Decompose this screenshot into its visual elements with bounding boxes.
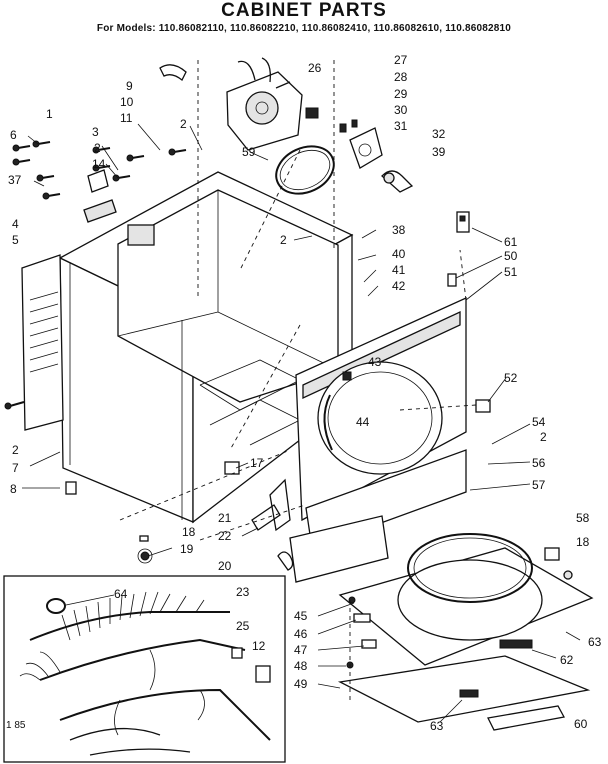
callout-32: 32 bbox=[432, 127, 446, 141]
callout-57: 57 bbox=[532, 478, 546, 492]
callout-27: 27 bbox=[394, 53, 408, 67]
callout-2: 2 bbox=[180, 117, 187, 131]
callout-59: 59 bbox=[242, 145, 256, 159]
inset-corner-code: 1 85 bbox=[6, 720, 26, 731]
callout-19: 19 bbox=[180, 542, 194, 556]
callout-39: 39 bbox=[432, 145, 446, 159]
callout-56: 56 bbox=[532, 456, 546, 470]
page-title: CABINET PARTS bbox=[221, 0, 387, 21]
callout-60: 60 bbox=[574, 717, 588, 731]
callout-42: 42 bbox=[392, 279, 406, 293]
callout-61: 61 bbox=[504, 235, 518, 249]
assembly-lines bbox=[119, 60, 477, 700]
callout-29: 29 bbox=[394, 87, 408, 101]
callout-46: 46 bbox=[294, 627, 308, 641]
callout-6: 6 bbox=[10, 128, 17, 142]
callout-38: 38 bbox=[392, 223, 406, 237]
callout-20: 20 bbox=[218, 559, 232, 573]
callout-7: 7 bbox=[12, 461, 19, 475]
toe-panel bbox=[289, 449, 467, 583]
door-switch bbox=[447, 211, 573, 580]
top-cover bbox=[338, 533, 594, 666]
callout-43: 43 bbox=[368, 355, 382, 369]
callout-18: 18 bbox=[576, 535, 590, 549]
idler-assembly bbox=[339, 119, 414, 193]
base-panel bbox=[337, 655, 591, 731]
model-numbers: For Models: 110.86082110, 110.86082210, … bbox=[96, 23, 512, 34]
callout-18: 18 bbox=[182, 525, 196, 539]
callout-5: 5 bbox=[12, 233, 19, 247]
callout-14: 14 bbox=[92, 157, 106, 171]
callout-45: 45 bbox=[294, 609, 308, 623]
callout-labels: 6 1 37 3 2 14 9 10 11 2 26 27 28 29 30 3… bbox=[6, 53, 602, 733]
harness-clamp-icon bbox=[46, 598, 66, 614]
wiring-harness-inset bbox=[3, 575, 286, 763]
callout-54: 54 bbox=[532, 415, 546, 429]
callout-44: 44 bbox=[356, 415, 370, 429]
callout-63: 63 bbox=[430, 719, 444, 733]
callout-3: 3 bbox=[92, 125, 99, 139]
leader-lines bbox=[22, 123, 581, 723]
callout-10: 10 bbox=[120, 95, 134, 109]
callout-11: 11 bbox=[120, 111, 133, 125]
callout-12: 12 bbox=[252, 639, 266, 653]
callout-2: 2 bbox=[280, 233, 287, 247]
motor-assembly bbox=[159, 57, 319, 151]
callout-1: 1 bbox=[46, 107, 53, 121]
callout-25: 25 bbox=[236, 619, 250, 633]
screw-cluster bbox=[12, 140, 187, 223]
callout-58: 58 bbox=[576, 511, 590, 525]
callout-9: 9 bbox=[126, 79, 133, 93]
callout-64: 64 bbox=[114, 587, 128, 601]
callout-37: 37 bbox=[8, 173, 22, 187]
callout-23: 23 bbox=[236, 585, 250, 599]
callout-2: 2 bbox=[94, 141, 101, 155]
callout-40: 40 bbox=[392, 247, 406, 261]
callout-49: 49 bbox=[294, 677, 308, 691]
callout-22: 22 bbox=[218, 529, 232, 543]
connector-block-icon bbox=[255, 665, 271, 683]
front-panel bbox=[295, 296, 467, 522]
callout-48: 48 bbox=[294, 659, 308, 673]
callout-52: 52 bbox=[504, 371, 518, 385]
callout-4: 4 bbox=[12, 217, 19, 231]
callout-30: 30 bbox=[394, 103, 408, 117]
callout-8: 8 bbox=[10, 482, 17, 496]
callout-50: 50 bbox=[504, 249, 518, 263]
callout-51: 51 bbox=[504, 265, 518, 279]
callout-2: 2 bbox=[12, 443, 19, 457]
callout-17: 17 bbox=[250, 456, 264, 470]
callout-47: 47 bbox=[294, 643, 308, 657]
side-panel bbox=[21, 254, 64, 431]
callout-63: 63 bbox=[588, 635, 602, 649]
callout-2: 2 bbox=[540, 430, 547, 444]
callout-31: 31 bbox=[394, 119, 408, 133]
callout-41: 41 bbox=[392, 263, 406, 277]
callout-28: 28 bbox=[394, 70, 408, 84]
callout-26: 26 bbox=[308, 61, 322, 75]
callout-21: 21 bbox=[218, 511, 232, 525]
drive-belt bbox=[275, 145, 335, 195]
callout-62: 62 bbox=[560, 653, 574, 667]
